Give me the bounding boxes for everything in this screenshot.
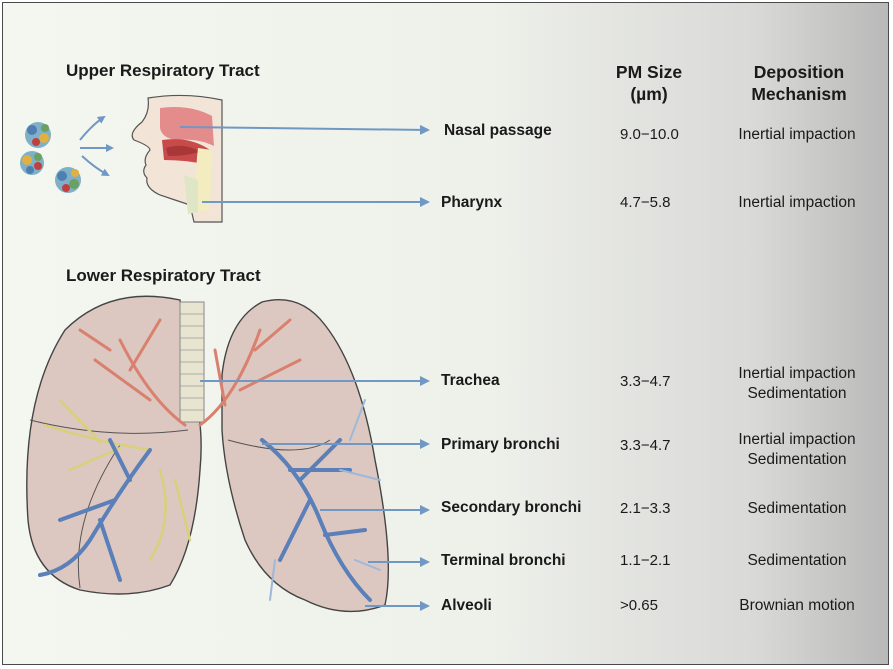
pm-size-header-line2: (µm) (630, 84, 668, 104)
row-mechanism: Inertial impaction Sedimentation (722, 364, 872, 404)
arrow-nasal-passage (179, 124, 430, 135)
row-pm-size: 3.3−4.7 (620, 437, 671, 454)
row-label: Alveoli (441, 597, 492, 614)
row-mechanism: Sedimentation (722, 499, 872, 519)
lungs-illustration (26, 295, 390, 613)
row-pm-size: 1.1−2.1 (620, 552, 671, 569)
particle-cluster-1 (25, 122, 51, 148)
row-pm-size: >0.65 (620, 597, 658, 614)
head-cross-section (131, 94, 223, 223)
row-pm-size: 4.7−5.8 (620, 194, 671, 211)
row-mechanism: Brownian motion (722, 596, 872, 616)
row-label: Trachea (441, 372, 500, 389)
row-mechanism-line1: Inertial impaction (738, 194, 856, 211)
airflow-arrows (79, 115, 114, 176)
pm-size-header: PM Size (µm) (597, 61, 701, 105)
row-label: Terminal bronchi (441, 552, 566, 569)
row-label: Primary bronchi (441, 436, 560, 453)
row-mechanism: Inertial impaction (722, 193, 872, 213)
row-mechanism: Inertial impaction Sedimentation (722, 430, 872, 470)
row-label: Secondary bronchi (441, 499, 582, 516)
row-mechanism-line1: Sedimentation (747, 552, 847, 569)
row-mechanism: Sedimentation (722, 551, 872, 571)
row-mechanism-line2: Sedimentation (747, 451, 847, 468)
pointer-arrows (179, 124, 430, 611)
row-mechanism-line1: Brownian motion (739, 597, 855, 614)
pm-size-header-line1: PM Size (615, 62, 683, 82)
mechanism-header: Deposition Mechanism (728, 61, 870, 105)
row-pm-size: 3.3−4.7 (620, 373, 671, 390)
row-mechanism-line1: Inertial impaction (738, 365, 856, 382)
upper-tract-heading: Upper Respiratory Tract (66, 61, 260, 80)
row-label: Nasal passage (444, 122, 552, 139)
mechanism-header-line1: Deposition (753, 62, 845, 82)
row-label: Pharynx (441, 194, 503, 211)
row-mechanism: Inertial impaction (722, 125, 872, 145)
row-pm-size: 2.1−3.3 (620, 500, 671, 517)
particle-cluster-3 (55, 167, 81, 193)
particle-cluster-2 (20, 151, 44, 175)
row-mechanism-line1: Sedimentation (747, 500, 847, 517)
mechanism-header-line2: Mechanism (751, 84, 847, 104)
lower-tract-heading: Lower Respiratory Tract (66, 266, 261, 285)
row-mechanism-line1: Inertial impaction (738, 431, 856, 448)
row-mechanism-line2: Sedimentation (747, 385, 847, 402)
row-pm-size: 9.0−10.0 (620, 126, 679, 143)
row-mechanism-line1: Inertial impaction (738, 126, 856, 143)
